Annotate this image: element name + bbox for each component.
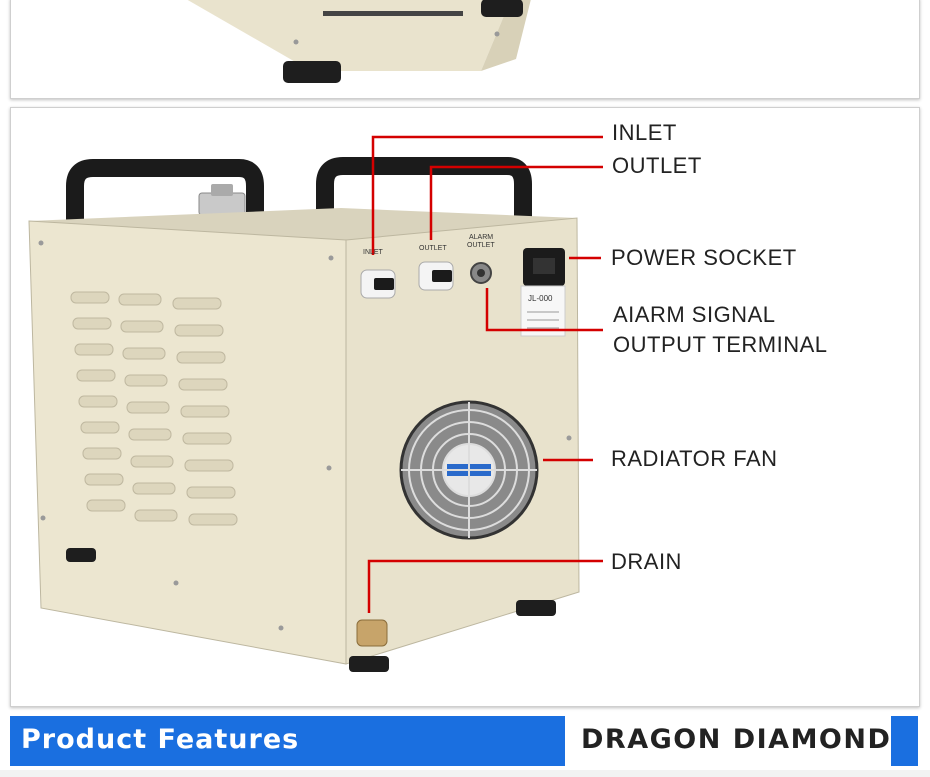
banner-brand: DRAGON DIAMOND <box>581 724 892 755</box>
panel-label-inlet: INLET <box>363 249 383 256</box>
callout-radiator-fan: RADIATOR FAN <box>611 446 778 471</box>
panel-label-alarm-outlet: OUTLET <box>467 242 495 249</box>
previous-chiller-photo <box>187 0 531 83</box>
next-section-edge <box>0 770 930 777</box>
callout-outlet: OUTLET <box>612 153 702 178</box>
product-detail-panel: INLET OUTLET ALARM OUTLET JL-000 INLET O… <box>10 107 920 707</box>
callout-power-socket: POWER SOCKET <box>611 245 797 270</box>
callout-alarm-line2: OUTPUT TERMINAL <box>613 332 828 357</box>
callout-drain: DRAIN <box>611 549 682 574</box>
top-photo-panel <box>10 0 920 99</box>
section-banner: Product Features DRAGON DIAMOND <box>10 716 918 766</box>
chiller-rear-photo <box>28 135 603 672</box>
banner-accent-block <box>10 716 565 766</box>
callout-alarm-line1: AIARM SIGNAL <box>613 302 776 327</box>
callout-inlet: INLET <box>612 120 677 145</box>
panel-label-outlet: OUTLET <box>419 245 447 252</box>
panel-label-alarm: ALARM <box>469 234 494 241</box>
panel-label-model: JL-000 <box>528 294 553 303</box>
banner-title: Product Features <box>21 724 300 755</box>
banner-right-tab <box>891 716 918 766</box>
